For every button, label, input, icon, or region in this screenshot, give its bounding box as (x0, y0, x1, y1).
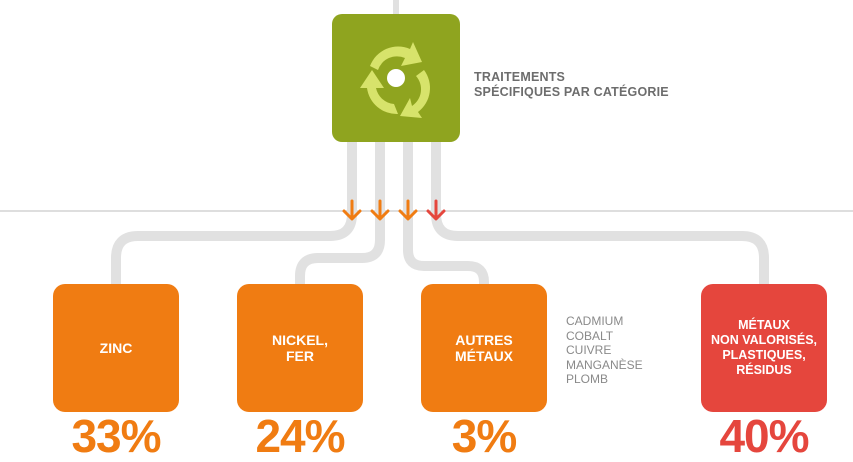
metal-item: MANGANÈSE (566, 357, 643, 372)
flow-arrow (426, 199, 446, 221)
hub-label-line: SPÉCIFIQUES PAR CATÉGORIE (474, 85, 669, 99)
hub-label-line: TRAITEMENTS (474, 70, 566, 84)
category-label: FER (286, 348, 314, 364)
flow-arrow (370, 199, 390, 221)
recycle-arrows-icon (360, 42, 430, 118)
processing-hub (332, 14, 460, 142)
category-label: NICKEL, (272, 332, 328, 348)
category-label: MÉTAUX (454, 348, 514, 364)
percent-nickel-fer: 24% (255, 410, 345, 462)
metal-item: CADMIUM (566, 314, 624, 328)
connector-autres-metaux (403, 142, 489, 284)
category-label: PLASTIQUES, (722, 348, 806, 362)
connector-zinc (111, 142, 357, 284)
category-box-autres-metaux: AUTRES MÉTAUX (421, 284, 547, 412)
percent-zinc: 33% (71, 410, 161, 462)
metal-item: PLOMB (566, 372, 609, 386)
percent-autres-metaux: 3% (451, 410, 517, 462)
connector-nickel-fer (295, 142, 385, 284)
category-box-zinc: ZINC (53, 284, 179, 412)
flow-arrow (342, 199, 362, 221)
hub-label: TRAITEMENTS SPÉCIFIQUES PAR CATÉGORIE (474, 70, 669, 100)
connector-metaux-non-valorises (431, 142, 769, 284)
category-label: MÉTAUX (738, 318, 790, 332)
category-label: RÉSIDUS (736, 363, 792, 377)
percent-metaux-non-valorises: 40% (719, 410, 809, 462)
flow-arrow (398, 199, 418, 221)
metal-item: COBALT (566, 328, 614, 343)
category-box-nickel-fer: NICKEL, FER (237, 284, 363, 412)
category-label: NON VALORISÉS, (710, 333, 818, 347)
metal-item: CUIVRE (566, 343, 612, 357)
category-label: AUTRES (455, 332, 513, 348)
category-box-metaux-non-valorises: MÉTAUX NON VALORISÉS, PLASTIQUES, RÉSIDU… (701, 284, 827, 412)
category-label: ZINC (99, 340, 133, 356)
other-metals-list: CADMIUM COBALT CUIVRE MANGANÈSE PLOMB (566, 314, 643, 387)
